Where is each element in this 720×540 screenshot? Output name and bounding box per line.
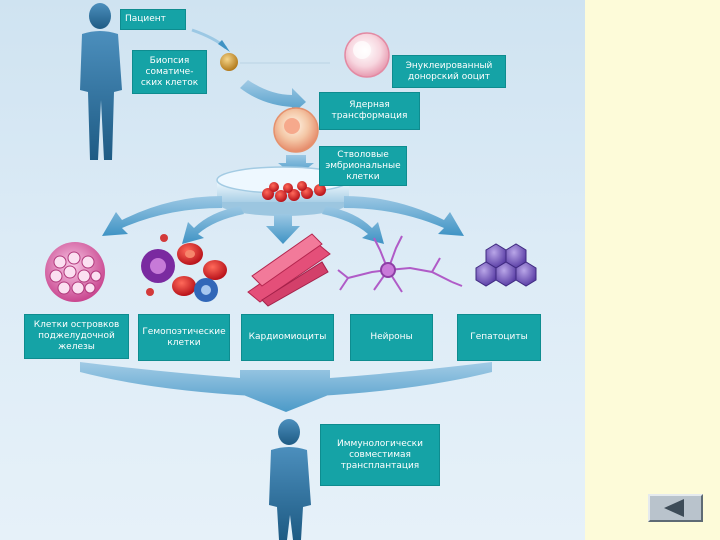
label-transplant: Иммунологически совместимая трансплантац… <box>320 424 440 486</box>
recipient-silhouette-icon <box>269 419 311 540</box>
back-button[interactable] <box>648 494 703 522</box>
back-arrow-icon <box>664 499 684 517</box>
label-cardiomyocytes: Кардиомиоциты <box>241 314 334 361</box>
label-stem-cells: Стволовые эмбриональные клетки <box>319 146 407 186</box>
cardiomyocytes-icon <box>247 233 331 307</box>
label-nuclear-transfer: Ядерная трансформация <box>319 92 420 130</box>
blood-cells-icon <box>141 234 227 302</box>
side-panel <box>585 0 720 540</box>
label-biopsy: Биопсия соматиче- ских клеток <box>132 50 207 94</box>
label-hematopoietic: Гемопоэтические клетки <box>138 314 230 361</box>
label-patient: Пациент <box>120 9 186 30</box>
somatic-cell-icon <box>220 53 238 71</box>
arrow-patient-to-biopsy-icon <box>191 28 230 52</box>
fused-egg-cell-icon <box>273 107 319 153</box>
label-oocyte: Энуклеированный донорский ооцит <box>392 55 506 88</box>
diagram-artwork <box>45 3 537 540</box>
label-neurons: Нейроны <box>350 314 433 361</box>
neuron-icon <box>337 235 463 293</box>
arrow-to-dish-icon <box>278 155 314 177</box>
diverging-arrows-icon <box>102 196 464 244</box>
patient-silhouette-icon <box>80 3 122 160</box>
arrow-to-nuclear-transfer-icon <box>240 80 306 114</box>
hepatocytes-icon <box>475 243 537 287</box>
oocyte-cell-icon <box>344 32 390 78</box>
label-hepatocytes: Гепатоциты <box>457 314 541 361</box>
diagram-panel: Пациент Биопсия соматиче- ских клеток Эн… <box>0 0 585 540</box>
label-islet-cells: Клетки островков поджелудочной железы <box>24 314 129 359</box>
converging-arrow-icon <box>80 362 492 412</box>
islet-cells-icon <box>45 242 105 302</box>
petri-dish-icon <box>216 166 350 216</box>
